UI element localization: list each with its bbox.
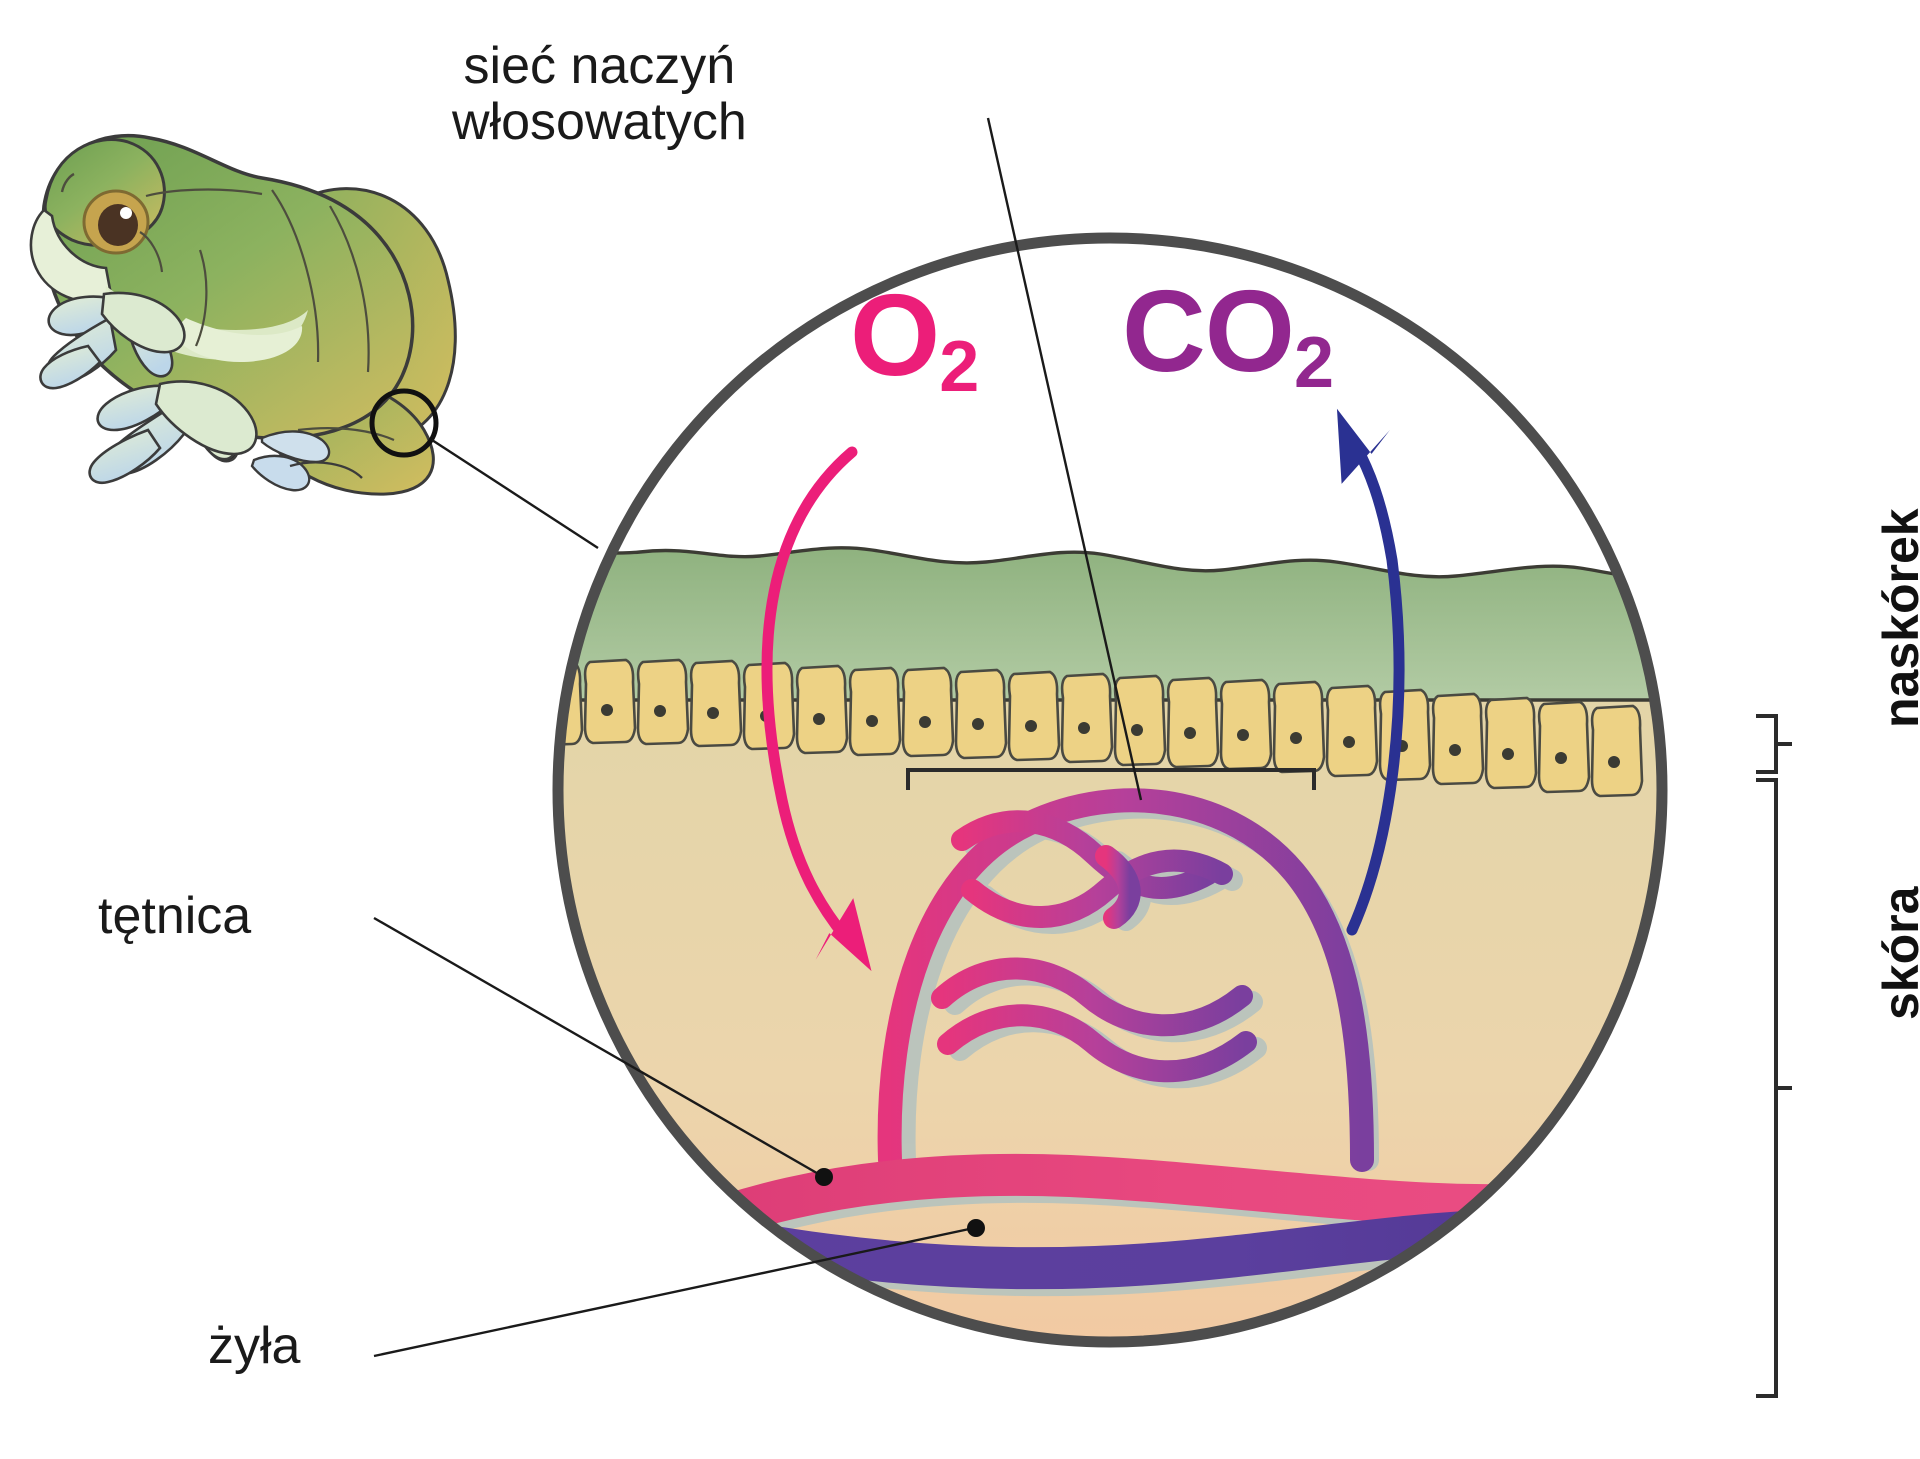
label-epidermis: naskórek [1873,508,1920,728]
label-capillary-network: sieć naczyń włosowatych [452,37,747,152]
leader-line-frog [431,438,599,550]
artery-lumen-end [559,1281,585,1307]
label-vein: żyła [208,1317,301,1375]
artery-anchor-dot [815,1168,833,1186]
label-skin: skóra [1873,886,1920,1020]
frog-illustration [29,133,457,496]
carbon-dioxide-subscript: 2 [1294,323,1334,403]
carbon-dioxide-symbol: CO [1122,266,1295,396]
capillary-network [877,788,1374,1172]
leader-line-artery [373,916,823,1178]
leader-line-vein [373,1226,975,1358]
label-oxygen: O2 [850,268,979,408]
leader-line-capillary [986,117,1143,801]
frog-zoom-marker-circle [369,388,439,458]
o2-arrow [761,446,872,972]
magnifier-circle-border [552,232,1668,1348]
vein-anchor-dot [967,1219,985,1237]
label-artery: tętnica [98,887,252,945]
capillary-bracket [906,768,1316,790]
mucus-layer [558,546,1662,702]
oxygen-subscript: 2 [939,327,979,407]
vein-lumen-end [1679,1249,1705,1275]
epidermis-cell-row [558,658,1644,798]
oxygen-symbol: O [850,270,940,400]
label-carbon-dioxide: CO2 [1122,264,1334,404]
right-brackets [1756,714,1792,1398]
skin-cross-section-circle [552,232,1705,1348]
co2-arrow [1336,408,1405,936]
